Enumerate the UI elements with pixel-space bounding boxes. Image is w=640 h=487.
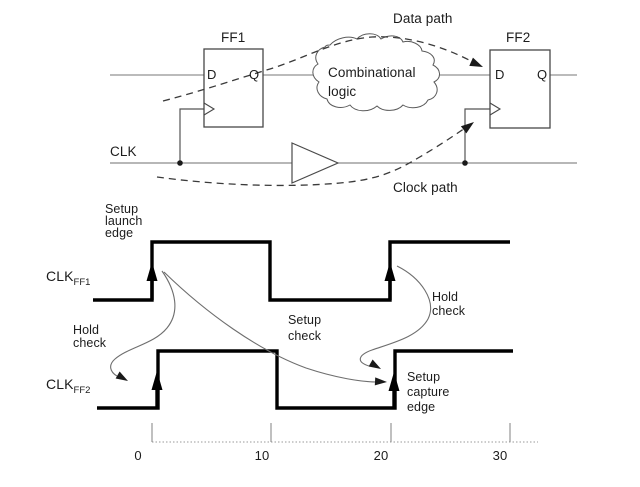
clk-ff1-subscript-text: FF1 xyxy=(73,277,91,288)
ff1-clock-pin-triangle-icon xyxy=(203,102,216,116)
ff2-label: FF2 xyxy=(506,30,531,45)
hold-check-left-label: Hold check xyxy=(73,323,107,350)
axis-tick-label-30: 30 xyxy=(492,448,508,463)
ff1-label: FF1 xyxy=(221,30,246,45)
clk-ff2-subscript-text: FF2 xyxy=(73,385,91,396)
setup-launch-edge-label: Setup launch edge xyxy=(105,202,143,240)
ff2-q-pin-label: Q xyxy=(537,67,548,82)
data-path-label: Data path xyxy=(393,11,453,26)
axis-tick-label-10: 10 xyxy=(254,448,270,463)
ff2-clock-pin-triangle-icon xyxy=(489,102,502,116)
clk-ff1-waveform-label: CLKFF1 xyxy=(46,268,90,287)
ff2-edge1-arrowhead-icon xyxy=(151,371,163,390)
ff2-d-pin-label: D xyxy=(495,67,505,82)
ff2-clock-stub xyxy=(464,108,490,163)
hold-check-left-curve xyxy=(110,270,176,377)
combinational-logic-cloud xyxy=(312,33,440,112)
clk-ff2-waveform-label: CLKFF2 xyxy=(46,376,90,395)
ff1-d-pin-label: D xyxy=(207,67,217,82)
data-path-curve xyxy=(162,36,472,102)
clock-path-label: Clock path xyxy=(393,180,458,195)
setup-check-arrowhead-icon xyxy=(374,377,387,386)
hold-check-right-label: Hold check xyxy=(432,290,466,318)
combinational-logic-label: Combinational logic xyxy=(328,65,416,99)
hold-check-right-arrowhead-icon xyxy=(368,359,381,369)
setup-check-label: Setup check xyxy=(288,313,322,343)
ff1-clock-stub xyxy=(179,108,204,163)
clk-label: CLK xyxy=(110,144,137,159)
ff1-q-pin-label: Q xyxy=(249,67,260,82)
hold-check-right-curve xyxy=(359,265,432,367)
clk-ff1-base-text: CLK xyxy=(46,268,74,284)
hold-check-left-arrowhead-icon xyxy=(115,371,128,381)
axis-tick-label-20: 20 xyxy=(373,448,389,463)
setup-capture-edge-label: Setup capture edge xyxy=(407,370,450,414)
ff1-box xyxy=(203,48,264,128)
ff2-box xyxy=(489,49,551,129)
capture-edge-arrowhead-icon xyxy=(388,372,400,391)
clk-ff2-base-text: CLK xyxy=(46,376,74,392)
ff1-edge2-arrowhead-icon xyxy=(384,262,396,281)
launch-edge-arrowhead-icon xyxy=(146,262,158,281)
clock-path-arrowhead-icon xyxy=(460,122,474,134)
data-path-arrowhead-icon xyxy=(469,57,483,67)
clock-buffer-icon xyxy=(291,142,340,184)
clk-junction-dot-ff2 xyxy=(462,160,468,166)
setup-check-curve xyxy=(163,271,378,383)
clk-junction-dot-ff1 xyxy=(177,160,183,166)
axis-tick-label-0: 0 xyxy=(134,448,142,463)
